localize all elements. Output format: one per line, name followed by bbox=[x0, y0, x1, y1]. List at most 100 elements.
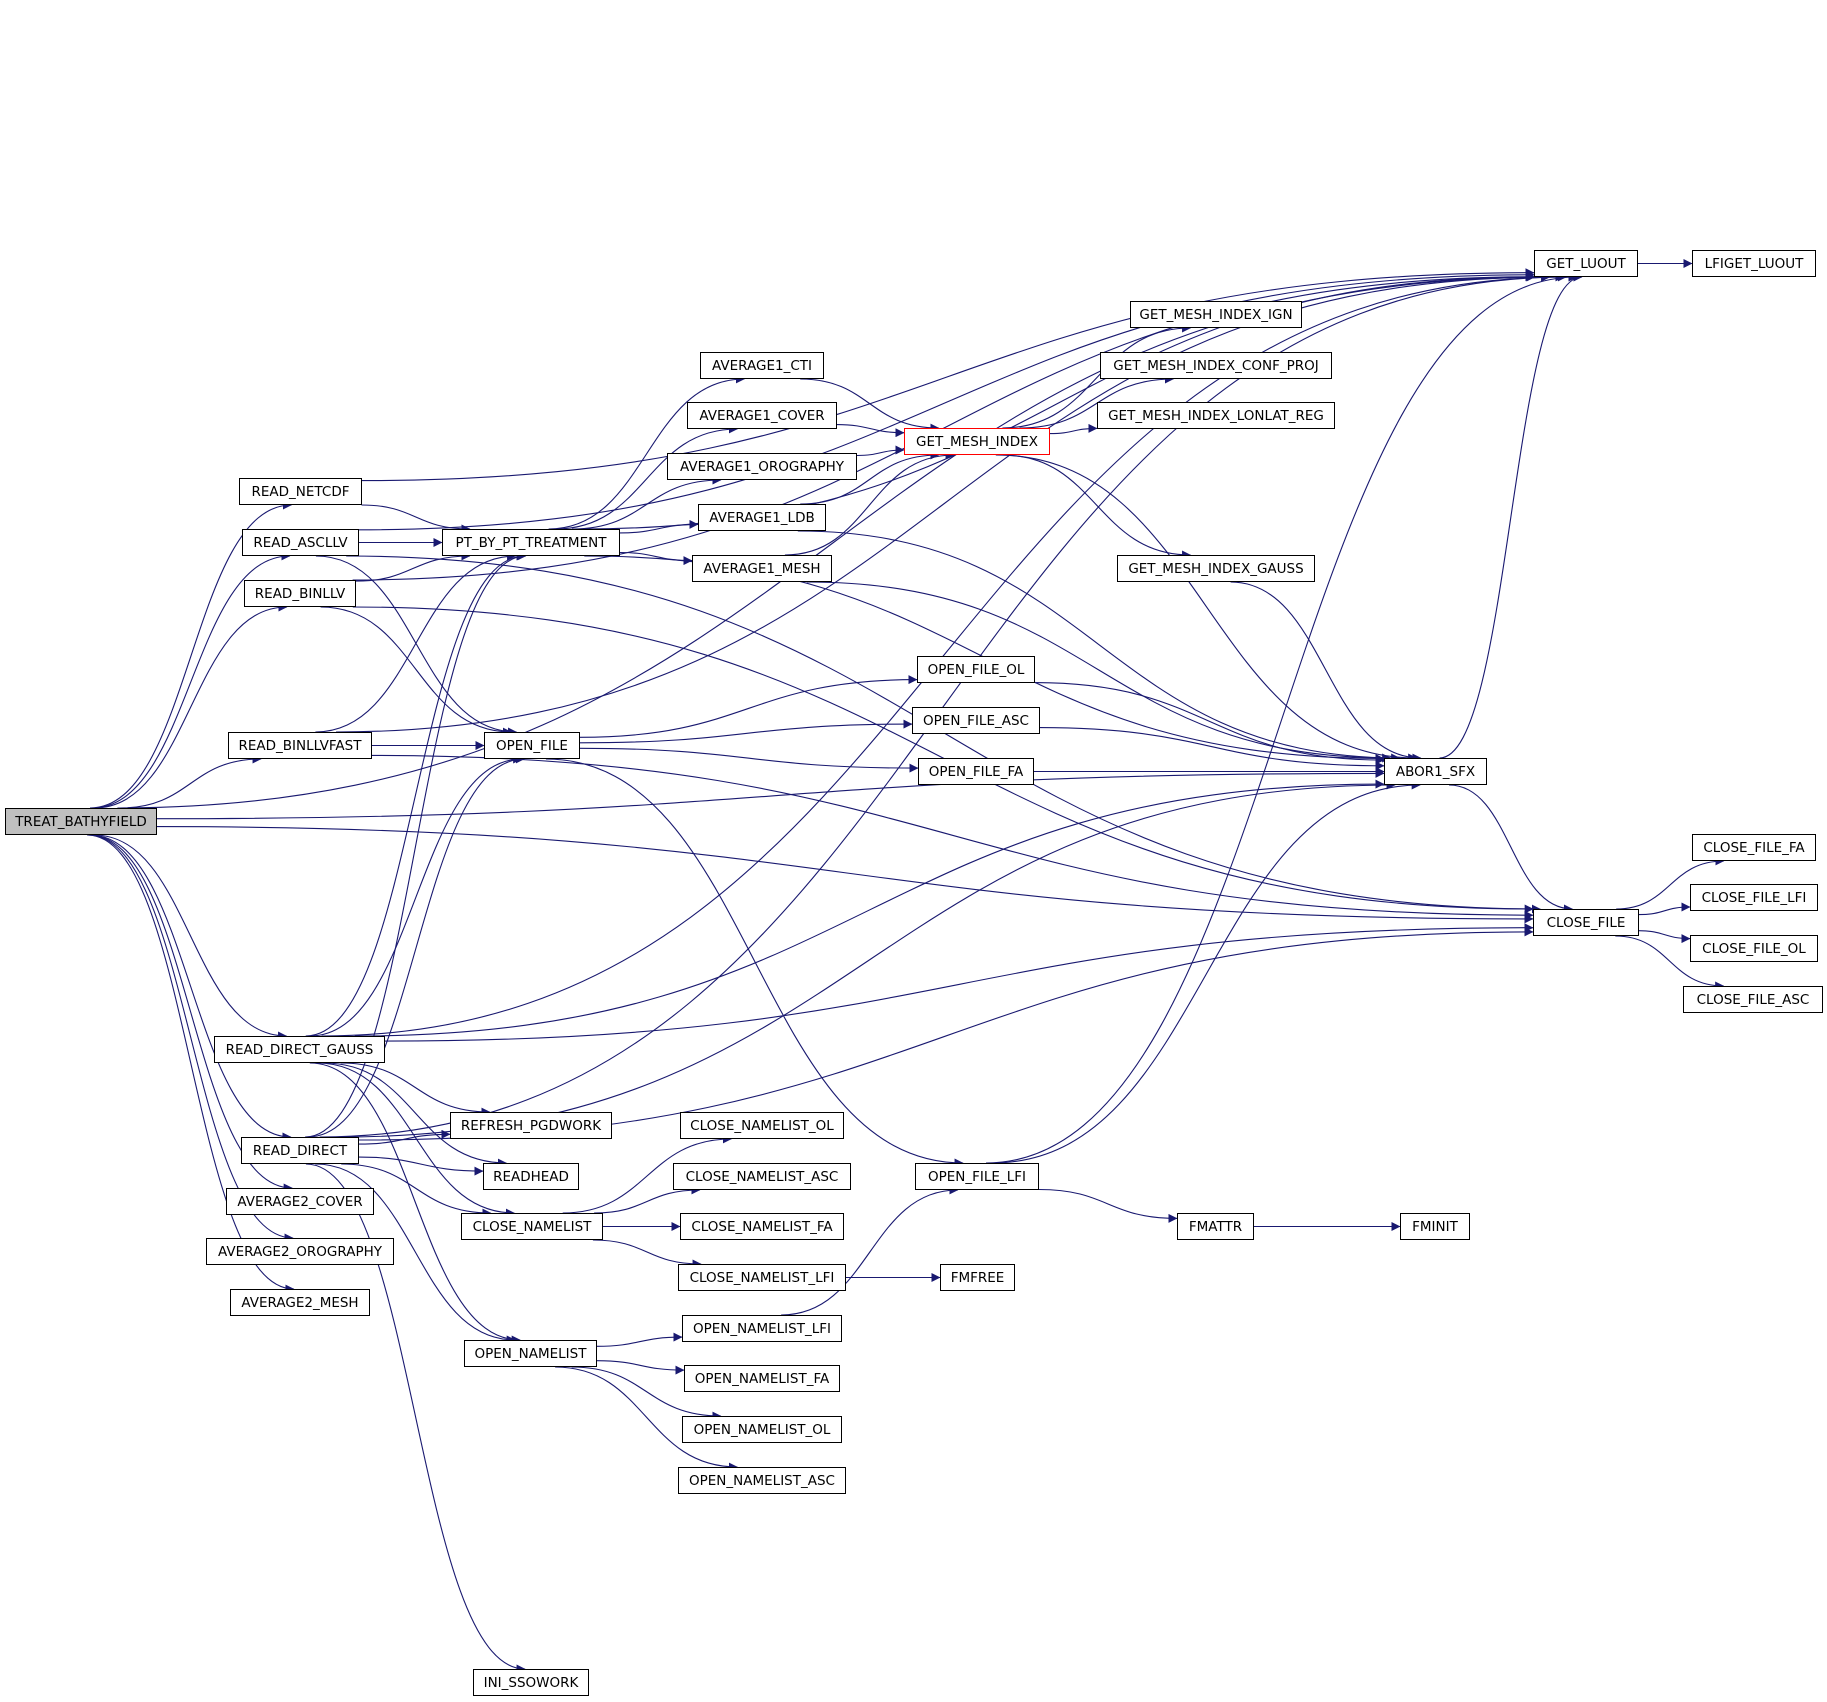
edge-average1_ldb-to-abor1_sfx bbox=[797, 530, 1401, 763]
edge-get_mesh_index-to-get_mesh_index_gauss bbox=[1002, 454, 1192, 560]
node-read-netcdf[interactable]: READ_NETCDF bbox=[239, 478, 362, 505]
edge-treat_bathyfield-to-read_ascllv bbox=[91, 551, 291, 809]
edge-close_namelist-to-close_namelist_ol bbox=[562, 1134, 732, 1214]
node-open-namelist-ol[interactable]: OPEN_NAMELIST_OL bbox=[682, 1416, 842, 1443]
node-open-file-lfi[interactable]: OPEN_FILE_LFI bbox=[915, 1163, 1039, 1190]
edge-pt_by_pt_treatment-to-average1_cover bbox=[555, 424, 738, 530]
node-open-file-ol[interactable]: OPEN_FILE_OL bbox=[917, 656, 1035, 683]
edge-get_mesh_index-to-get_mesh_index_ign bbox=[1002, 323, 1192, 429]
edge-open_namelist-to-open_namelist_lfi bbox=[596, 1332, 683, 1347]
edge-open_file-to-open_file_lfi bbox=[545, 758, 964, 1168]
edge-open_namelist_lfi-to-open_file_lfi bbox=[781, 1185, 959, 1316]
edge-read_direct-to-readhead bbox=[358, 1156, 484, 1176]
edge-read_direct_gauss-to-open_file bbox=[309, 754, 523, 1037]
node-close-namelist-lfi[interactable]: CLOSE_NAMELIST_LFI bbox=[678, 1264, 846, 1291]
node-pt-by-pt-treatment[interactable]: PT_BY_PT_TREATMENT bbox=[442, 529, 620, 556]
node-get-mesh-index-conf-proj[interactable]: GET_MESH_INDEX_CONF_PROJ bbox=[1100, 352, 1332, 379]
edge-read_binllv-to-open_file bbox=[320, 606, 512, 737]
edge-pt_by_pt_treatment-to-average1_orography bbox=[571, 475, 722, 530]
node-close-file[interactable]: CLOSE_FILE bbox=[1533, 909, 1639, 936]
node-average1-mesh[interactable]: AVERAGE1_MESH bbox=[692, 555, 832, 582]
node-read-direct[interactable]: READ_DIRECT bbox=[241, 1137, 359, 1164]
node-lfiget-luout[interactable]: LFIGET_LUOUT bbox=[1692, 250, 1816, 277]
edge-open_file_lfi-to-get_luout bbox=[985, 272, 1578, 1164]
edge-open_namelist-to-open_namelist_fa bbox=[596, 1360, 685, 1375]
node-get-mesh-index[interactable]: GET_MESH_INDEX bbox=[904, 428, 1050, 455]
node-get-mesh-index-lonlat-reg[interactable]: GET_MESH_INDEX_LONLAT_REG bbox=[1097, 402, 1335, 429]
edge-open_file_lfi-to-fmattr bbox=[1038, 1188, 1178, 1223]
edge-close_file-to-close_file_ol bbox=[1638, 930, 1691, 944]
node-close-file-asc[interactable]: CLOSE_FILE_ASC bbox=[1683, 986, 1823, 1013]
node-average2-cover[interactable]: AVERAGE2_COVER bbox=[226, 1188, 374, 1215]
node-close-file-fa[interactable]: CLOSE_FILE_FA bbox=[1692, 834, 1816, 861]
edge-open_file-to-open_file_fa bbox=[579, 747, 919, 773]
node-average1-ldb[interactable]: AVERAGE1_LDB bbox=[698, 504, 826, 531]
edge-read_binllvfast-to-close_file bbox=[371, 754, 1534, 920]
node-average2-orography[interactable]: AVERAGE2_OROGRAPHY bbox=[206, 1238, 394, 1265]
node-abor1-sfx[interactable]: ABOR1_SFX bbox=[1384, 758, 1487, 785]
node-treat-bathyfield[interactable]: TREAT_BATHYFIELD bbox=[5, 808, 157, 835]
edge-average1_ldb-to-get_mesh_index bbox=[800, 450, 940, 505]
edge-read_netcdf-to-pt_by_pt_treatment bbox=[361, 504, 471, 534]
node-open-namelist[interactable]: OPEN_NAMELIST bbox=[464, 1340, 597, 1367]
node-average1-cti[interactable]: AVERAGE1_CTI bbox=[700, 352, 824, 379]
node-open-file-asc[interactable]: OPEN_FILE_ASC bbox=[912, 707, 1040, 734]
node-open-namelist-lfi[interactable]: OPEN_NAMELIST_LFI bbox=[682, 1315, 842, 1342]
edge-treat_bathyfield-to-read_direct bbox=[89, 834, 292, 1142]
node-fmfree[interactable]: FMFREE bbox=[940, 1264, 1015, 1291]
edge-read_direct_gauss-to-close_file bbox=[384, 923, 1534, 1042]
node-close-namelist-ol[interactable]: CLOSE_NAMELIST_OL bbox=[680, 1112, 844, 1139]
edge-treat_bathyfield-to-abor1_sfx bbox=[156, 768, 1385, 820]
node-readhead[interactable]: READHEAD bbox=[483, 1163, 579, 1190]
node-read-direct-gauss[interactable]: READ_DIRECT_GAUSS bbox=[214, 1036, 385, 1063]
node-close-file-ol[interactable]: CLOSE_FILE_OL bbox=[1690, 935, 1818, 962]
edge-treat_bathyfield-to-average2_orography bbox=[87, 834, 294, 1243]
edge-layer bbox=[87, 259, 1725, 1674]
edge-average1_mesh-to-abor1_sfx bbox=[806, 581, 1392, 763]
node-open-namelist-asc[interactable]: OPEN_NAMELIST_ASC bbox=[678, 1467, 846, 1494]
edge-treat_bathyfield-to-read_netcdf bbox=[89, 500, 292, 809]
node-average1-orography[interactable]: AVERAGE1_OROGRAPHY bbox=[667, 453, 857, 480]
node-ini-ssowork[interactable]: INI_SSOWORK bbox=[473, 1669, 589, 1696]
edge-read_direct_gauss-to-open_namelist bbox=[309, 1062, 521, 1345]
edge-pt_by_pt_treatment-to-average1_ldb bbox=[619, 519, 699, 534]
node-average1-cover[interactable]: AVERAGE1_COVER bbox=[687, 402, 837, 429]
node-read-ascllv[interactable]: READ_ASCLLV bbox=[242, 529, 359, 556]
edge-read_direct_gauss-to-close_namelist bbox=[317, 1062, 515, 1218]
edge-read_direct_gauss-to-pt_by_pt_treatment bbox=[305, 551, 526, 1037]
node-close-namelist-fa[interactable]: CLOSE_NAMELIST_FA bbox=[680, 1213, 844, 1240]
node-refresh-pgdwork[interactable]: REFRESH_PGDWORK bbox=[450, 1112, 612, 1139]
node-read-binllvfast[interactable]: READ_BINLLVFAST bbox=[228, 732, 372, 759]
node-get-mesh-index-gauss[interactable]: GET_MESH_INDEX_GAUSS bbox=[1117, 555, 1315, 582]
edge-get_mesh_index-to-get_mesh_index_lonlat_reg bbox=[1049, 423, 1098, 435]
node-get-luout[interactable]: GET_LUOUT bbox=[1534, 250, 1638, 277]
edge-average1_cti-to-get_mesh_index bbox=[800, 378, 940, 433]
node-fminit[interactable]: FMINIT bbox=[1400, 1213, 1470, 1240]
edge-close_file-to-close_file_lfi bbox=[1638, 902, 1691, 916]
node-fmattr[interactable]: FMATTR bbox=[1177, 1213, 1254, 1240]
node-open-file[interactable]: OPEN_FILE bbox=[484, 732, 580, 759]
edge-average1_mesh-to-get_mesh_index bbox=[784, 450, 955, 556]
edge-get_mesh_index-to-get_mesh_index_conf_proj bbox=[1019, 374, 1174, 429]
edge-read_direct-to-close_file bbox=[358, 927, 1534, 1141]
node-close-namelist-asc[interactable]: CLOSE_NAMELIST_ASC bbox=[673, 1163, 851, 1190]
edge-read_ascllv-to-open_file bbox=[315, 555, 518, 737]
node-average2-mesh[interactable]: AVERAGE2_MESH bbox=[230, 1289, 370, 1316]
edge-open_file_asc-to-abor1_sfx bbox=[1039, 727, 1385, 771]
edge-close_namelist-to-close_namelist_asc bbox=[594, 1185, 701, 1214]
node-close-namelist[interactable]: CLOSE_NAMELIST bbox=[461, 1213, 603, 1240]
edge-treat_bathyfield-to-read_binllv bbox=[93, 602, 288, 809]
node-get-mesh-index-ign[interactable]: GET_MESH_INDEX_IGN bbox=[1130, 301, 1302, 328]
node-open-file-fa[interactable]: OPEN_FILE_FA bbox=[918, 758, 1034, 785]
edge-average1_orography-to-get_mesh_index bbox=[856, 445, 905, 457]
edge-open_file_ol-to-abor1_sfx bbox=[1034, 682, 1385, 765]
node-read-binllv[interactable]: READ_BINLLV bbox=[244, 580, 356, 607]
edge-get_mesh_index-to-abor1_sfx bbox=[995, 454, 1418, 763]
edge-treat_bathyfield-to-read_direct_gauss bbox=[93, 834, 288, 1041]
node-open-namelist-fa[interactable]: OPEN_NAMELIST_FA bbox=[684, 1365, 840, 1392]
node-close-file-lfi[interactable]: CLOSE_FILE_LFI bbox=[1690, 884, 1818, 911]
edge-open_file_lfi-to-abor1_sfx bbox=[992, 780, 1421, 1164]
edge-read_direct-to-open_namelist bbox=[315, 1163, 516, 1345]
edge-open_namelist-to-open_namelist_asc bbox=[555, 1366, 738, 1472]
edge-open_namelist-to-open_namelist_ol bbox=[571, 1366, 722, 1421]
